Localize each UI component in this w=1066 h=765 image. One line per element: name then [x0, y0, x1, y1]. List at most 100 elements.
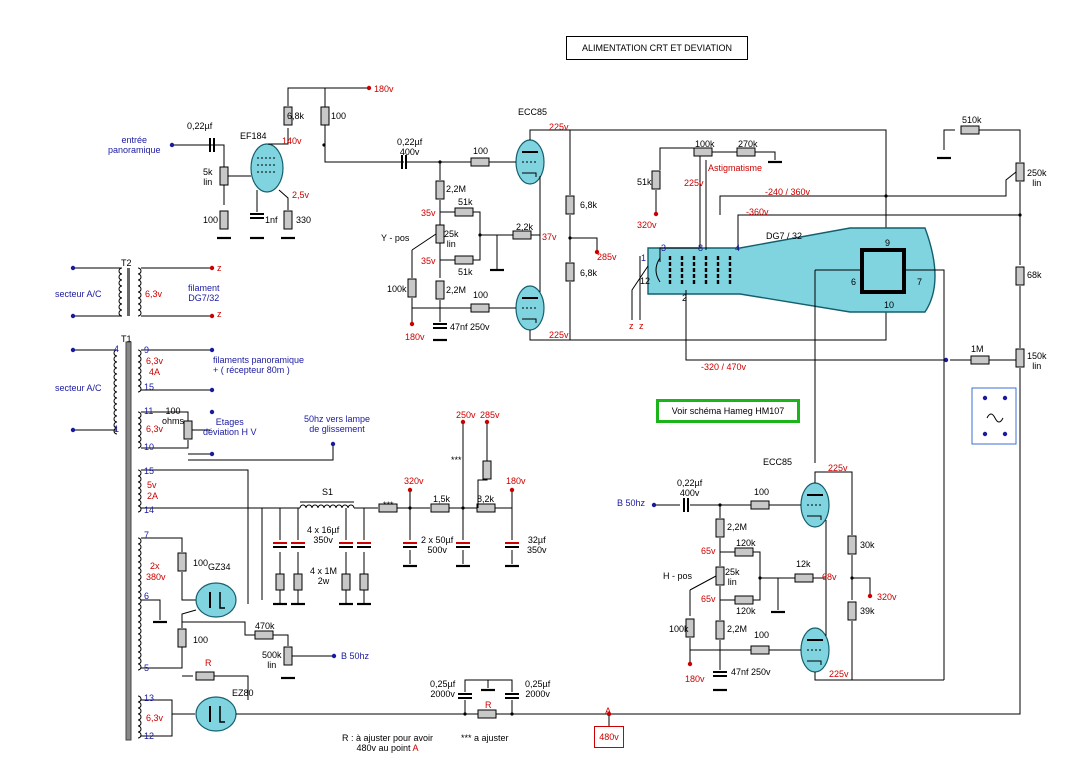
resistor-100-hg: [750, 500, 770, 510]
t1-w3b: [141, 507, 263, 600]
resistor-100-yb: [470, 303, 490, 313]
ast-270k-wire-2: [755, 151, 776, 160]
voltage-37: 37v: [542, 232, 557, 242]
resistor-100-gz: [177, 552, 187, 572]
t1-w5b: [141, 714, 173, 737]
crt-pin-9: 9: [885, 238, 891, 248]
resistor-2-2m-a: [435, 180, 445, 200]
t2-primary-coil: [118, 267, 123, 317]
crt-label: DG7 / 32: [766, 231, 803, 241]
resistor-12k: [794, 573, 814, 583]
value-c4x16: 4 x 16µf 350v: [307, 525, 340, 545]
value-r68k-b: 6,8k: [580, 268, 598, 278]
t1-secondary-coil-1: [137, 411, 142, 449]
resistor-330: [283, 210, 293, 230]
value-r270k: 270k: [738, 139, 758, 149]
voltage-180-ypos: 180v: [405, 332, 425, 342]
tube-ecc85-bottom-cathode: [807, 515, 822, 520]
capacitor-16uf: [291, 542, 305, 544]
t1-fil-b: [209, 387, 215, 393]
resistor-1m-bleeder: [359, 573, 369, 591]
value-r51k-ast: 51k: [637, 177, 652, 187]
t1-w4-voltage-a: 2x: [150, 561, 160, 571]
value-c022-in: 0,22µf: [187, 121, 213, 131]
b50hz-output-label: B 50hz: [341, 651, 370, 661]
value-r22m-h1: 2,2M: [727, 522, 748, 532]
voltage-225-b: 225v: [549, 330, 569, 340]
voltage-320-h: 320v: [877, 592, 897, 602]
value-pot500k: 500k lin: [262, 650, 282, 670]
x-320v-terminal: [867, 593, 873, 599]
r-adjust-note-text: R : à ajuster pour avoir 480v au point: [342, 733, 434, 753]
t1-ct: [141, 599, 161, 620]
ef184-cathode-wire: [278, 189, 289, 210]
value-r330: 330: [296, 215, 312, 225]
switch-contact: [982, 431, 988, 437]
capacitor-32uf: [505, 542, 519, 544]
tube-gz34: [195, 582, 237, 618]
t2-secondary-voltage: 6,3v: [145, 289, 163, 299]
voltage-320-sup: 320v: [404, 476, 424, 486]
junction-dot: [758, 576, 762, 580]
t1-primary-a: [70, 347, 76, 353]
resistor-30k: [847, 535, 857, 555]
value-r100-ef: 100: [203, 215, 219, 225]
resistor-stars-2: [482, 460, 492, 480]
resistor-120k-a: [734, 547, 754, 557]
voltage-65-b: 65v: [701, 594, 716, 604]
t1-w5a: [141, 699, 195, 715]
ypos-label: Y - pos: [381, 233, 410, 243]
value-r100-gz2: 100: [193, 635, 209, 645]
resistor-510k: [960, 125, 980, 135]
voltage-225-c: 225v: [828, 463, 848, 473]
voltage-180-sup: 180v: [506, 476, 526, 486]
value-c025-b: 0,25µf 2000v: [525, 679, 551, 699]
value-c022-400: 0,22µf 400v: [397, 137, 423, 157]
value-pot25k-h: 25k lin: [725, 567, 740, 587]
t1-w4b: [141, 646, 183, 669]
resistor-r-gz: [195, 671, 215, 681]
t2-primary-b: [70, 313, 76, 319]
t1-w4-voltage-b: 380v: [146, 572, 166, 582]
junction-dot: [438, 160, 442, 164]
tube-ecc85-bottom-label: ECC85: [763, 457, 793, 467]
ast-320v-terminal: [653, 211, 659, 217]
t1-primary-b: [70, 427, 76, 433]
stars-adjust-note: *** a ajuster: [461, 733, 509, 743]
x-anode-b: [814, 621, 853, 681]
t1-tap-6: 6: [144, 591, 150, 601]
crt-pin-6: 6: [851, 277, 857, 287]
stars-1: ***: [383, 500, 394, 510]
y-285-wire: [570, 237, 598, 250]
t2-primary-a: [70, 265, 76, 271]
diagram-title: ALIMENTATION CRT ET DEVIATION: [566, 36, 748, 60]
t1-w4a-2: [181, 572, 196, 601]
t2-primary-label: secteur A/C: [55, 289, 102, 299]
x-120k-a-2: [753, 551, 761, 578]
crt-pin-12-wire: [631, 265, 649, 320]
value-r15k: 1,5k: [433, 494, 451, 504]
voltage-285-right: 285v: [597, 252, 617, 262]
resistor-120k-b: [734, 595, 754, 605]
t2-out-a-terminal: [209, 265, 215, 271]
value-pot250k: 250k lin: [1027, 168, 1047, 188]
resistor-2-2m-h1: [715, 518, 725, 538]
resistor-1-5k: [430, 503, 450, 513]
value-r68k-ef: 6,8k: [287, 111, 305, 121]
value-r4x1m: 4 x 1M 2w: [310, 566, 338, 586]
resistor-39k: [847, 601, 857, 621]
r470k-wire: [182, 621, 256, 636]
capacitor-16uf: [273, 542, 287, 544]
t1-w3-current: 2A: [147, 491, 159, 501]
value-c025-a: 0,25µf 2000v: [430, 679, 456, 699]
value-r100-hg: 100: [754, 487, 770, 497]
r470k-wire-2: [273, 634, 289, 646]
t1-name: T1: [121, 334, 132, 344]
resistor-100-g1: [470, 157, 490, 167]
voltage-250: 250v: [456, 410, 476, 420]
value-r100-hb: 100: [754, 630, 770, 640]
y-anode-a-wire: [529, 129, 571, 195]
b-plus-180-wire: [287, 87, 367, 106]
hv-main-wire: [262, 368, 1021, 715]
pot-100k-ast: [693, 147, 713, 157]
